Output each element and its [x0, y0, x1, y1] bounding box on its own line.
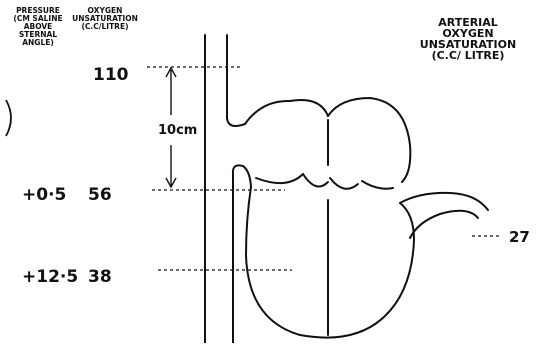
pressure-header-line-5: ANGLE) [22, 38, 54, 47]
vessel-wall-lower [233, 165, 251, 343]
outlet-vessel-upper [400, 193, 488, 210]
arterial-header: ARTERIAL OXYGEN UNSATURATION (C.C/ LITRE… [420, 16, 516, 62]
reference-lines [147, 67, 500, 270]
lower-chamber [246, 187, 414, 338]
vessel-wall-upper [227, 35, 328, 126]
oxygen-header-line-3: (C.C/LITRE) [81, 22, 128, 31]
oxygen-value-2: 56 [88, 185, 112, 205]
arterial-value: 27 [509, 228, 530, 246]
outlet-vessel-lower [410, 211, 478, 238]
oxygen-value-3: 38 [88, 267, 112, 287]
arterial-header-line-4: (C.C/ LITRE) [432, 49, 505, 62]
valve-arc-1 [256, 174, 303, 183]
distance-label: 10cm [158, 123, 197, 138]
valve-arc-4 [362, 181, 393, 189]
valve-arc-3 [330, 178, 358, 189]
heart-outline [205, 35, 488, 343]
measurement-values: 110 +0·5 56 +12·5 38 [22, 65, 129, 287]
pressure-header: PRESSURE (CM SALINE ABOVE STERNAL ANGLE) [13, 6, 62, 47]
stray-curve [6, 100, 11, 136]
oxygen-header: OXYGEN UNSATURATION (C.C/LITRE) [72, 6, 138, 31]
oxygen-value-1: 110 [93, 65, 129, 85]
pressure-value-3: +12·5 [22, 267, 78, 287]
pressure-value-2: +0·5 [22, 185, 66, 205]
upper-right-chamber [328, 98, 410, 182]
valve-arc-2 [303, 174, 328, 187]
